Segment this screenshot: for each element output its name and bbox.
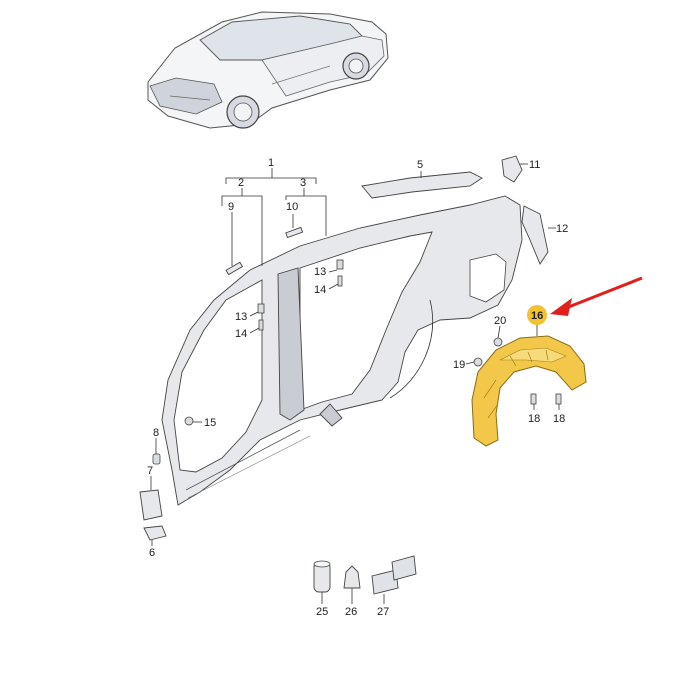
callout-2: 2 [238, 177, 244, 189]
part-8-plug [152, 453, 161, 465]
part-10-strip [285, 226, 304, 239]
side-panel-frame [161, 195, 523, 506]
callout-5: 5 [417, 159, 423, 171]
bolt-13-14-upper [336, 259, 344, 287]
part-26-grommet [343, 565, 361, 589]
wheel-housing-liner-16 [471, 335, 587, 447]
callout-26: 26 [345, 606, 357, 618]
callout-10: 10 [286, 201, 298, 213]
part-11-bracket [501, 155, 523, 183]
callout-8: 8 [153, 427, 159, 439]
callout-11: 11 [529, 159, 540, 171]
callout-15: 15 [204, 417, 216, 429]
highlight-arrow [550, 276, 643, 316]
fastener-18a [530, 393, 537, 405]
fastener-18b [555, 393, 562, 405]
part-6-bracket [143, 525, 167, 541]
callout-13-lower: 13 [235, 311, 247, 323]
callout-14-lower: 14 [235, 328, 247, 340]
callout-25: 25 [316, 606, 328, 618]
callout-3: 3 [300, 177, 306, 189]
part-27-pads [371, 555, 417, 595]
leader-lines [150, 163, 560, 604]
car-overview-illustration [147, 11, 389, 129]
part-12-trim [521, 205, 549, 265]
callout-1: 1 [268, 157, 274, 169]
part-15-clip [184, 416, 194, 426]
callout-16: 16 [531, 310, 543, 322]
callout-13-upper: 13 [314, 266, 326, 278]
fastener-19 [473, 357, 483, 367]
callout-labels: 1 2 3 5 9 10 11 12 13 14 13 14 15 8 7 6 … [147, 157, 568, 618]
bolt-13-14-lower [257, 303, 265, 331]
part-5-bracket [361, 171, 483, 199]
part-25-cap [313, 560, 331, 593]
part-9-strip [225, 261, 244, 276]
callout-18-right: 18 [553, 413, 565, 425]
callout-19: 19 [453, 359, 465, 371]
part-7-panel [139, 489, 163, 521]
callout-18-left: 18 [528, 413, 540, 425]
callout-9: 9 [228, 201, 234, 213]
fastener-20 [493, 337, 503, 347]
part-16-badge [527, 305, 547, 325]
callout-14-upper: 14 [314, 284, 326, 296]
callout-12: 12 [556, 223, 568, 235]
callout-20: 20 [494, 315, 506, 327]
callout-27: 27 [377, 606, 389, 618]
callout-7: 7 [147, 465, 153, 477]
callout-6: 6 [149, 547, 155, 559]
